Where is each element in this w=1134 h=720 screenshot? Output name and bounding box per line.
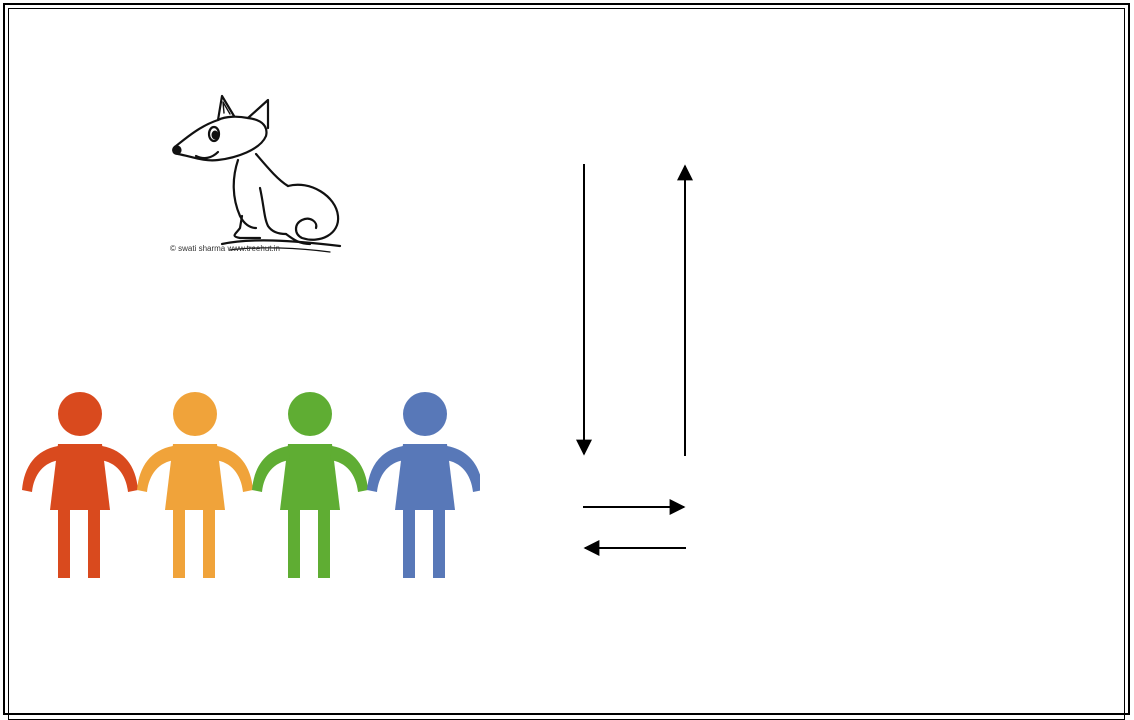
people-illustration <box>22 392 480 578</box>
fox-illustration <box>172 94 342 253</box>
fox-credit-text: © swati sharma www.treehut.in <box>170 244 280 253</box>
person-figure <box>22 392 138 578</box>
person-figure <box>252 392 368 578</box>
person-figure <box>137 392 253 578</box>
person-figure <box>367 392 480 578</box>
arrows-diagram <box>576 164 693 556</box>
